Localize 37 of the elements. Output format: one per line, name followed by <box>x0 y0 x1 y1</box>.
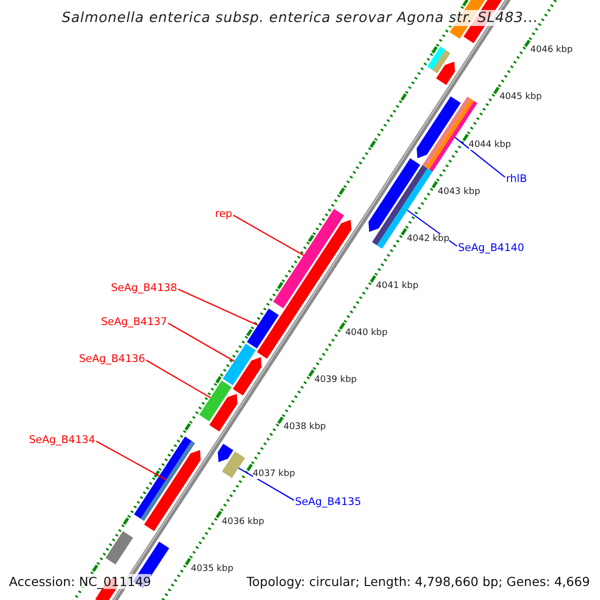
tick-label: 4046 kbp <box>530 45 573 56</box>
leader-line <box>96 440 166 480</box>
tick-label: 4037 kbp <box>252 469 296 480</box>
leader-line <box>178 288 258 326</box>
leader-line <box>146 360 211 398</box>
gene-feature <box>368 158 420 232</box>
tick-label: 4036 kbp <box>222 516 264 527</box>
gene-label: SeAg_B4138 <box>111 282 178 294</box>
tick-label: 4043 kbp <box>438 186 480 197</box>
gene-feature <box>140 440 195 521</box>
leader-line <box>168 322 235 362</box>
gene-label: SeAg_B4140 <box>458 242 524 254</box>
leader-line <box>454 136 506 178</box>
leader-line <box>238 467 294 501</box>
genome-summary-text: Topology: circular; Length: 4,798,660 bp; Genes: 4,669 <box>246 574 590 589</box>
gene-feature <box>273 208 344 308</box>
accession-text: Accession: NC_011149 <box>9 574 152 589</box>
gene-label: SeAg_B4134 <box>29 434 96 446</box>
tick-label: 4039 kbp <box>314 375 357 386</box>
gene-feature <box>222 451 246 478</box>
tick-label: 4044 kbp <box>468 140 511 150</box>
gene-label: SeAg_B4135 <box>295 496 362 508</box>
tick-label: 4045 kbp <box>499 92 542 102</box>
tick-label: 4040 kbp <box>345 328 388 338</box>
gene-label: rhlB <box>506 173 527 185</box>
gene-feature <box>199 380 232 422</box>
tick-label: 4035 kbp <box>190 564 234 574</box>
gene-feature <box>222 344 256 386</box>
tick-label: 4042 kbp <box>406 234 450 244</box>
title: Salmonella enterica subsp. enterica serovar Agona str. SL483... <box>62 10 538 26</box>
leader-line <box>232 214 304 256</box>
gene-label: SeAg_B4136 <box>79 353 146 365</box>
tick-label: 4038 kbp <box>283 422 326 432</box>
tick-label: 4041 kbp <box>376 280 418 291</box>
gene-label: rep <box>215 208 232 220</box>
gene-label: SeAg_B4137 <box>101 316 168 328</box>
gene-feature <box>246 308 279 348</box>
